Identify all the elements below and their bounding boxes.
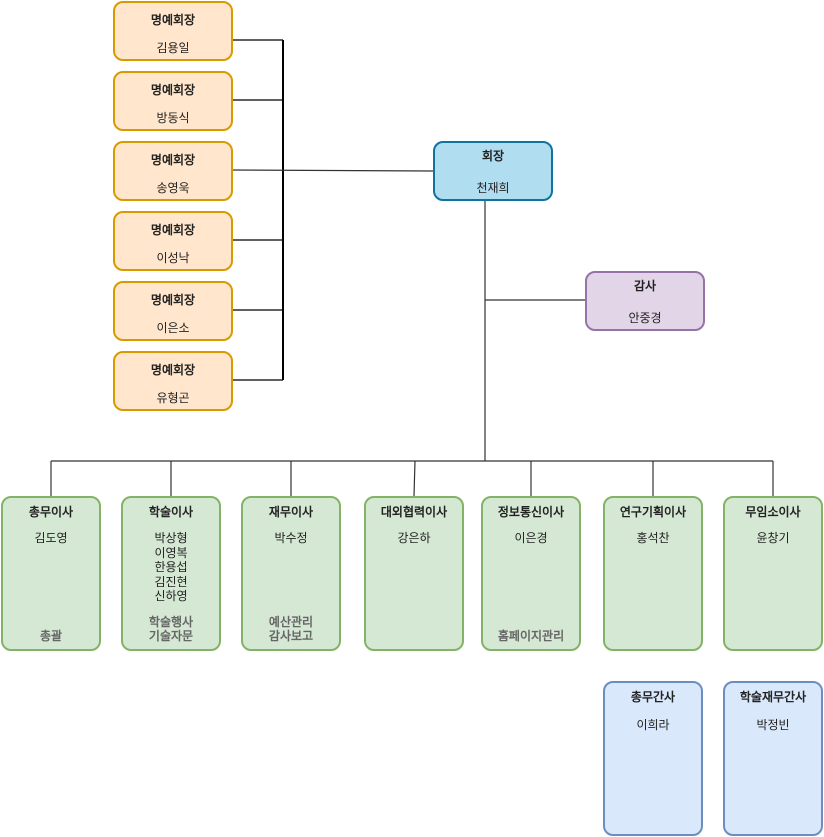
director-box-5: 정보통신이사 이은경 홈페이지관리 <box>481 496 581 651</box>
honorary-name: 방동식 <box>156 111 190 125</box>
secretary-box-1: 총무간사 이희라 <box>603 681 703 836</box>
director-duty: 홈페이지관리 <box>497 629 565 643</box>
honorary-box-3: 명예회장 송영욱 <box>113 141 233 201</box>
director-duty: 학술행사 기술자문 <box>148 615 194 643</box>
honorary-name: 송영욱 <box>156 181 190 195</box>
honorary-title: 명예회장 <box>150 13 196 27</box>
auditor-box: 감사 안중경 <box>585 271 705 331</box>
director-box-2: 학술이사 박상형 이영복 한용섭 김진현 신하영 학술행사 기술자문 <box>121 496 221 651</box>
honorary-box-5: 명예회장 이은소 <box>113 281 233 341</box>
director-title: 총무이사 <box>28 505 74 519</box>
director-box-3: 재무이사 박수정 예산관리 감사보고 <box>241 496 341 651</box>
director-title: 재무이사 <box>268 505 314 519</box>
honorary-name: 유형곤 <box>156 391 190 405</box>
director-title: 정보통신이사 <box>497 505 565 519</box>
director-box-7: 무임소이사 윤창기 <box>723 496 823 651</box>
director-box-6: 연구기획이사 홍석찬 <box>603 496 703 651</box>
secretary-box-2: 학술재무간사 박정빈 <box>723 681 823 836</box>
honorary-box-1: 명예회장 김용일 <box>113 1 233 61</box>
auditor-title: 감사 <box>633 279 657 293</box>
president-box: 회장 천재희 <box>433 141 553 201</box>
honorary-title: 명예회장 <box>150 153 196 167</box>
honorary-box-2: 명예회장 방동식 <box>113 71 233 131</box>
director-names: 홍석찬 <box>636 531 670 545</box>
director-names: 이은경 <box>514 531 548 545</box>
honorary-box-4: 명예회장 이성낙 <box>113 211 233 271</box>
director-box-1: 총무이사 김도영 총괄 <box>1 496 101 651</box>
secretary-name: 이희라 <box>636 718 670 732</box>
director-title: 무임소이사 <box>745 505 801 519</box>
director-title: 연구기획이사 <box>619 505 687 519</box>
honorary-title: 명예회장 <box>150 293 196 307</box>
director-box-4: 대외협력이사 강은하 <box>364 496 464 651</box>
director-duty: 총괄 <box>39 629 63 643</box>
director-names: 윤창기 <box>756 531 790 545</box>
president-name: 천재희 <box>476 181 510 195</box>
honorary-title: 명예회장 <box>150 83 196 97</box>
honorary-box-6: 명예회장 유형곤 <box>113 351 233 411</box>
honorary-title: 명예회장 <box>150 223 196 237</box>
secretary-name: 박정빈 <box>756 718 790 732</box>
director-names: 김도영 <box>34 531 68 545</box>
director-names: 박수정 <box>274 531 308 545</box>
honorary-name: 김용일 <box>156 41 190 55</box>
auditor-name: 안중경 <box>628 311 662 325</box>
director-title: 대외협력이사 <box>380 505 448 519</box>
director-title: 학술이사 <box>148 505 194 519</box>
secretary-title: 학술재무간사 <box>739 690 807 704</box>
president-title: 회장 <box>481 149 505 163</box>
secretary-title: 총무간사 <box>630 690 676 704</box>
honorary-title: 명예회장 <box>150 363 196 377</box>
honorary-name: 이성낙 <box>156 251 190 265</box>
director-names: 강은하 <box>397 531 431 545</box>
honorary-name: 이은소 <box>156 321 190 335</box>
director-duty: 예산관리 감사보고 <box>268 615 314 643</box>
director-names: 박상형 이영복 한용섭 김진현 신하영 <box>154 531 188 603</box>
